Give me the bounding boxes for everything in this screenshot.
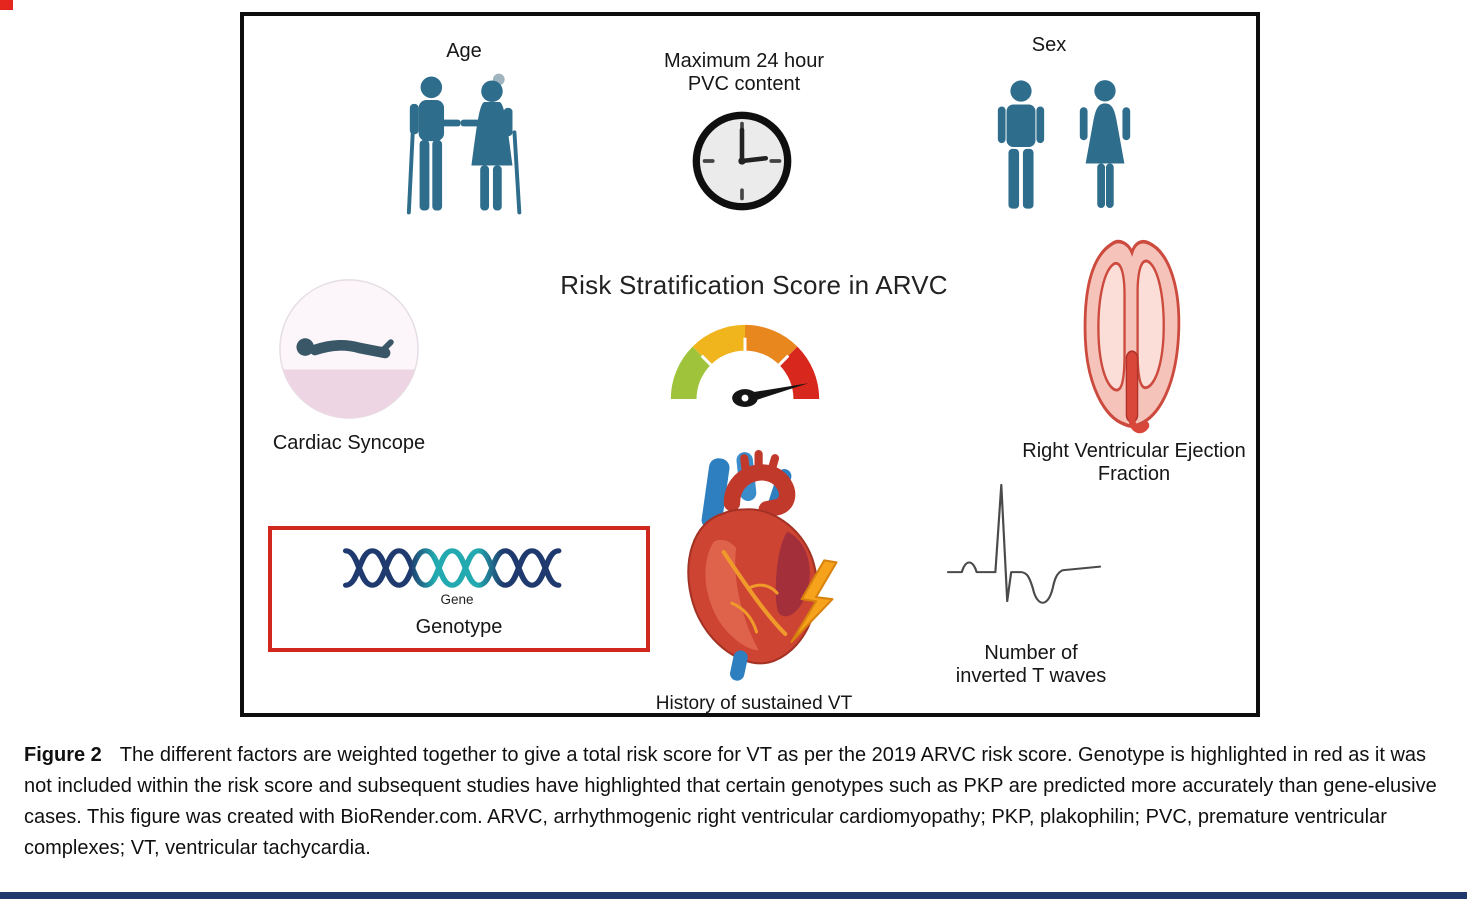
figure-panel: Age xyxy=(240,12,1260,717)
sex-label: Sex xyxy=(1031,34,1067,56)
male-icon xyxy=(994,76,1048,222)
right-ventricle-icon xyxy=(1076,236,1188,436)
clock-icon xyxy=(689,108,795,214)
female-icon xyxy=(1074,76,1136,222)
figure-title: Risk Stratification Score in ARVC xyxy=(560,270,948,300)
genotype-box: Gene Genotype xyxy=(268,526,650,652)
elderly-couple-icon xyxy=(402,70,534,220)
heart-vt-icon xyxy=(652,450,857,685)
age-label: Age xyxy=(446,40,482,62)
ecg-trace-icon xyxy=(946,474,1104,642)
inverted-t-waves-label: Number of inverted T waves xyxy=(955,642,1107,687)
gene-label: Gene xyxy=(440,592,474,607)
dna-helix-icon xyxy=(342,544,570,592)
pvc-label: Maximum 24 hour PVC content xyxy=(663,50,825,95)
bottom-navy-bar xyxy=(0,892,1467,899)
red-corner-mark xyxy=(0,0,13,10)
history-vt-label: History of sustained VT xyxy=(655,693,853,714)
genotype-label: Genotype xyxy=(415,616,503,638)
figure-caption-text: The different factors are weighted toget… xyxy=(24,744,1437,859)
cardiac-syncope-icon xyxy=(276,276,422,422)
risk-gauge-icon xyxy=(656,306,834,409)
figure-caption-number: Figure 2 xyxy=(24,744,102,766)
rv-ejection-fraction-label: Right Ventricular Ejection Fraction xyxy=(1022,440,1246,485)
cardiac-syncope-label: Cardiac Syncope xyxy=(272,432,426,454)
